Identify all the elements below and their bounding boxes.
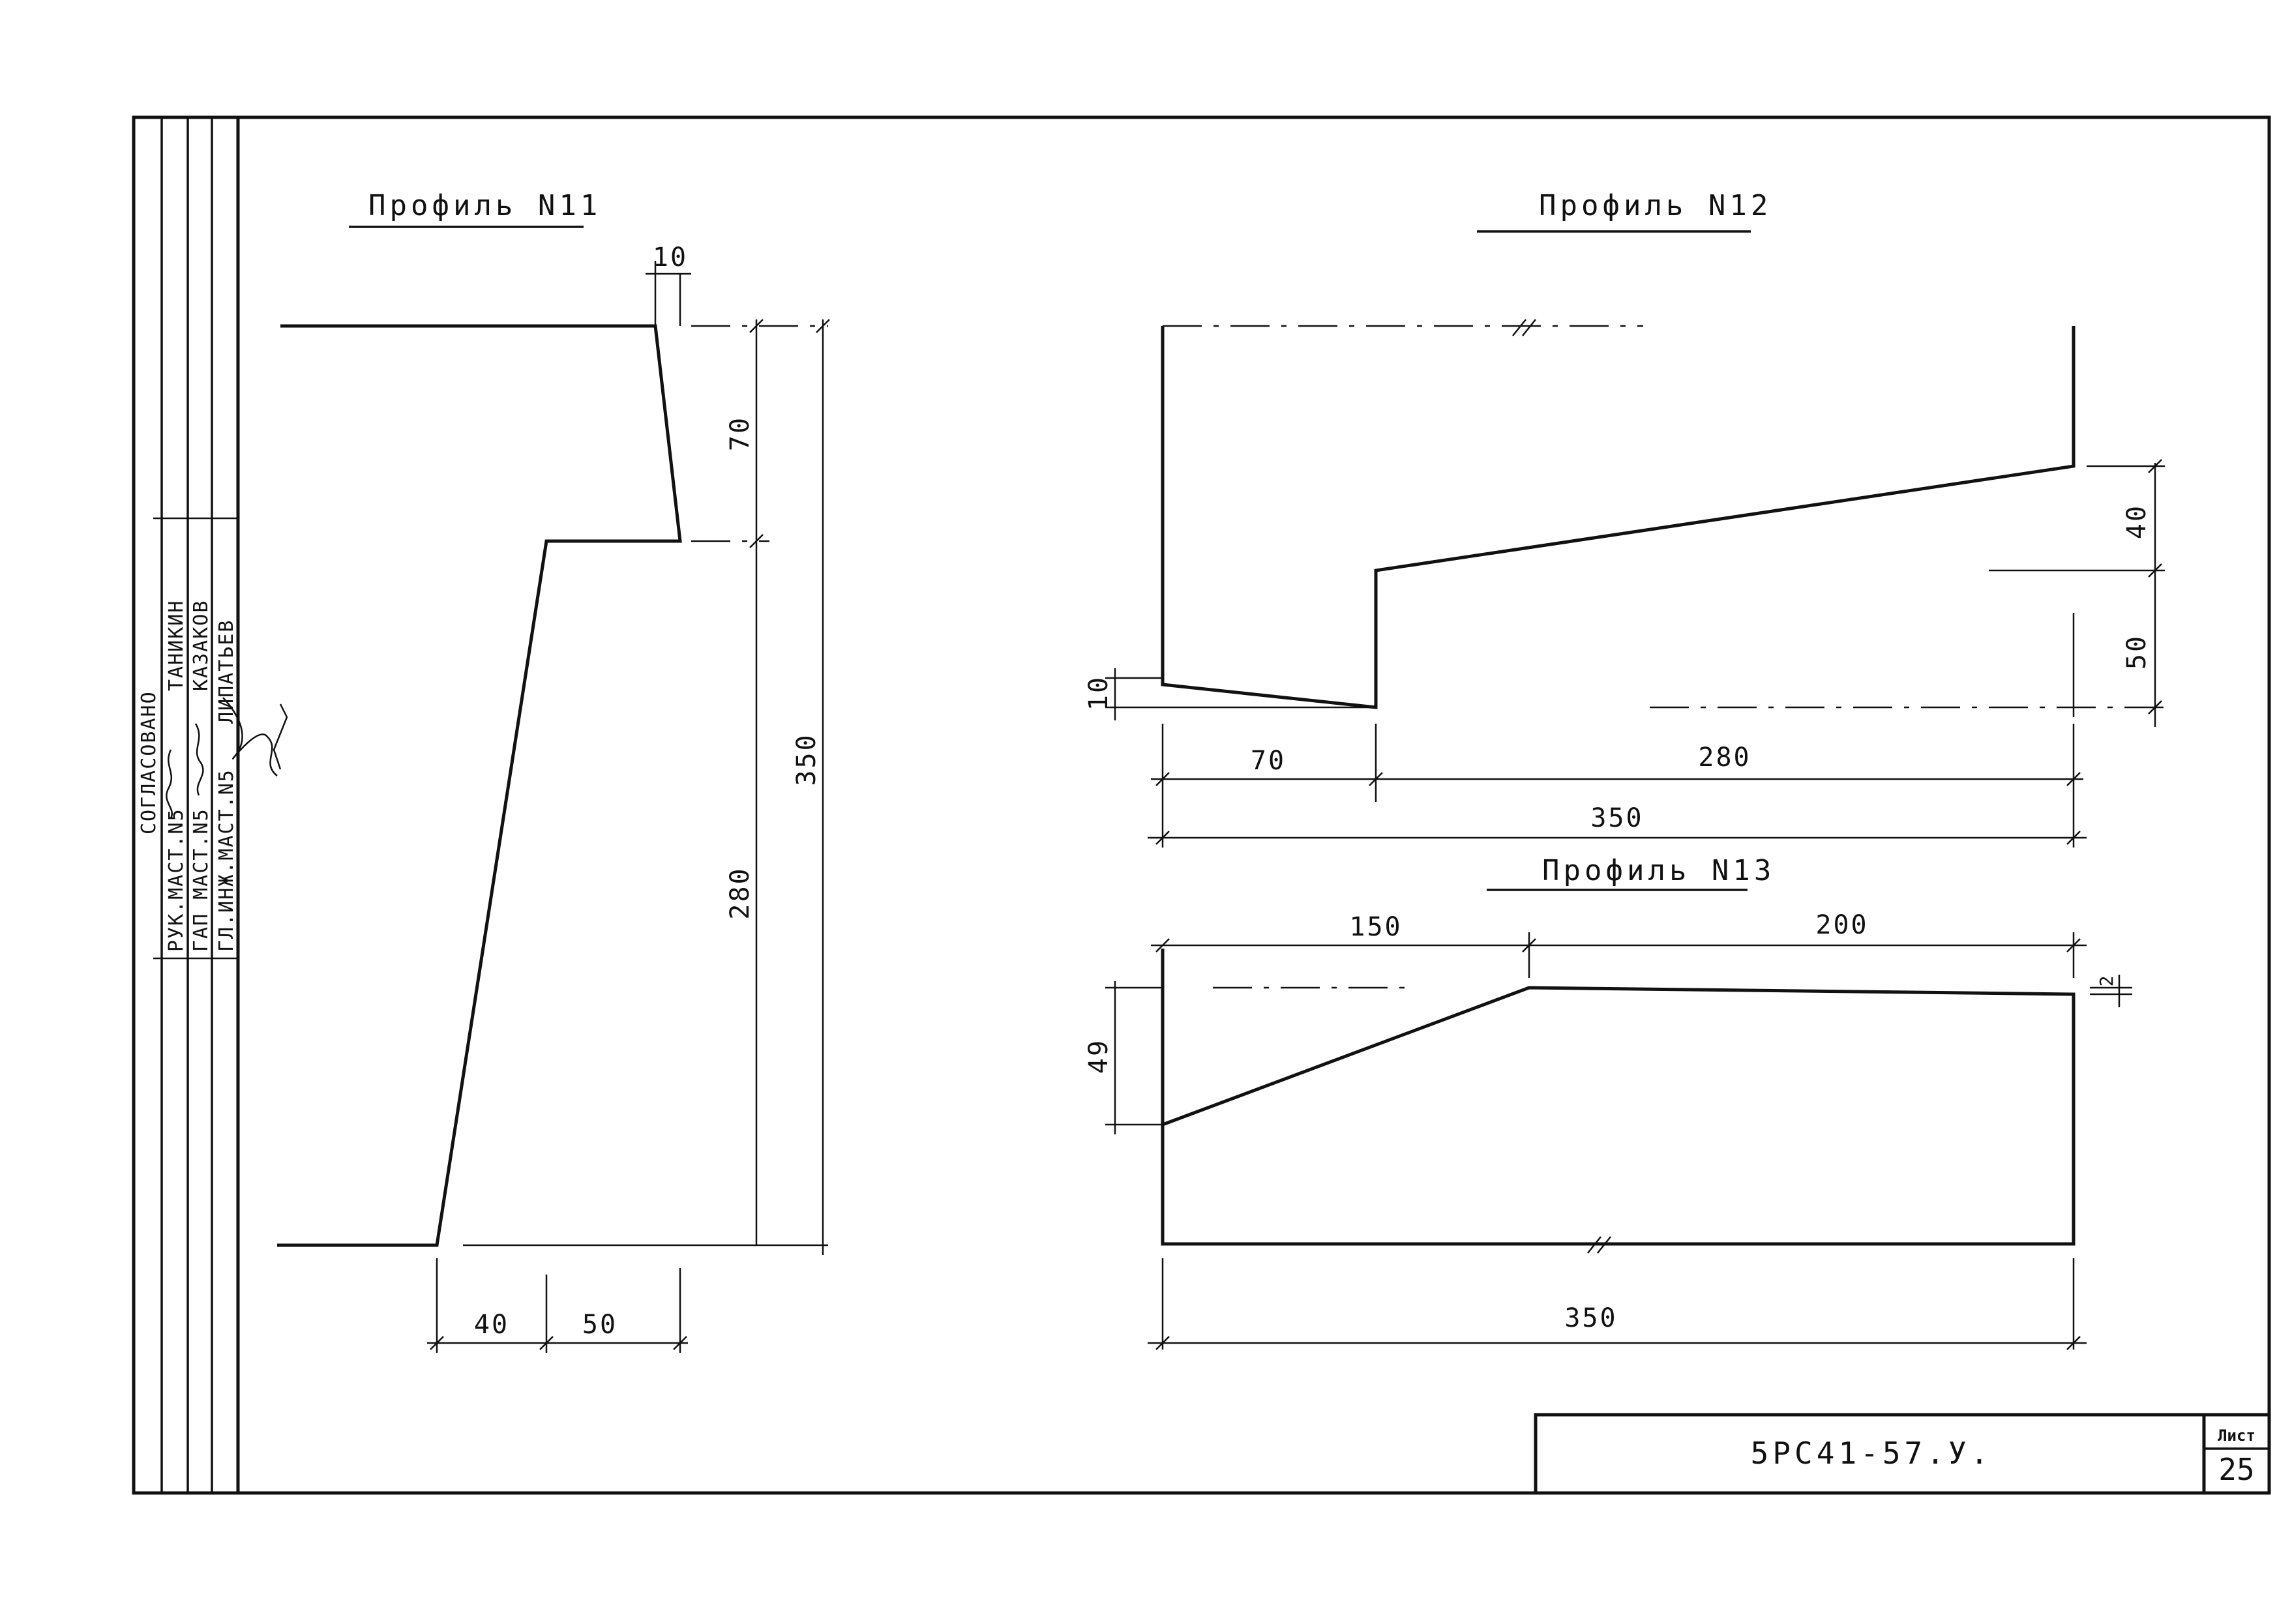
profile-n12-title: Профиль N12 — [1539, 189, 1772, 222]
n11-dim-350: 350 — [792, 733, 822, 786]
n12-dim-350: 350 — [1590, 803, 1643, 833]
title-block: 5РС41-57.У. Лист 25 — [1534, 1413, 2269, 1493]
approval-heading: СОГЛАСОВАНО — [138, 690, 160, 834]
n11-dim-280: 280 — [725, 866, 755, 919]
n11-dim-50: 50 — [582, 1310, 618, 1340]
n13-dim-49: 49 — [1084, 1039, 1114, 1074]
profile-n11-title: Профиль N11 — [368, 189, 601, 222]
profile-n13-title: Профиль N13 — [1542, 854, 1775, 887]
profile-n12: Профиль N12 40 50 10 70 280 350 — [1084, 189, 2165, 848]
approval-role-2: ГАП МАСТ.N5 — [190, 808, 213, 952]
approval-role-3: ГЛ.ИНЖ.МАСТ.N5 — [215, 769, 238, 952]
n12-dim-40: 40 — [2122, 504, 2152, 539]
sheet-frame — [132, 115, 2271, 1495]
signature-2 — [194, 723, 204, 796]
profile-n13: Профиль N13 150 200 2 49 350 — [1084, 854, 2132, 1350]
profile-n11: Профиль N11 10 70 280 350 40 50 — [273, 189, 830, 1353]
list-label: Лист — [2218, 1426, 2255, 1445]
n13-dim-150: 150 — [1349, 912, 1402, 942]
n11-dim-10: 10 — [653, 243, 688, 273]
profile-n13-outline — [1161, 949, 2076, 1246]
approval-name-2: КАЗАКОВ — [190, 600, 213, 691]
n12-dim-280: 280 — [1698, 743, 1751, 773]
n13-dim-2: 2 — [2096, 976, 2117, 987]
signature-3 — [222, 697, 278, 776]
sheet-code: 5РС41-57.У. — [1751, 1436, 1993, 1471]
n13-dim-200: 200 — [1815, 910, 1868, 940]
approval-name-3: ЛИПАТЬЕВ — [215, 619, 238, 724]
signature-1 — [166, 749, 173, 819]
approval-name-1: ТАНИКИН — [165, 600, 188, 691]
n12-dim-70: 70 — [1251, 746, 1286, 776]
profile-n12-outline — [1161, 326, 2076, 709]
n12-dim-50: 50 — [2122, 634, 2152, 670]
n11-dim-70: 70 — [725, 416, 755, 451]
n13-dim-350: 350 — [1564, 1303, 1617, 1333]
approval-role-1: РУК.МАСТ.N5 — [165, 808, 188, 952]
list-number: 25 — [2218, 1452, 2254, 1487]
n12-dim-10: 10 — [1084, 675, 1114, 711]
approval-stamp: СОГЛАСОВАНО РУК.МАСТ.N5 ТАНИКИН ГАП МАСТ… — [138, 517, 278, 960]
n11-dim-40: 40 — [474, 1310, 509, 1340]
profile-n11-outline — [277, 324, 682, 1247]
